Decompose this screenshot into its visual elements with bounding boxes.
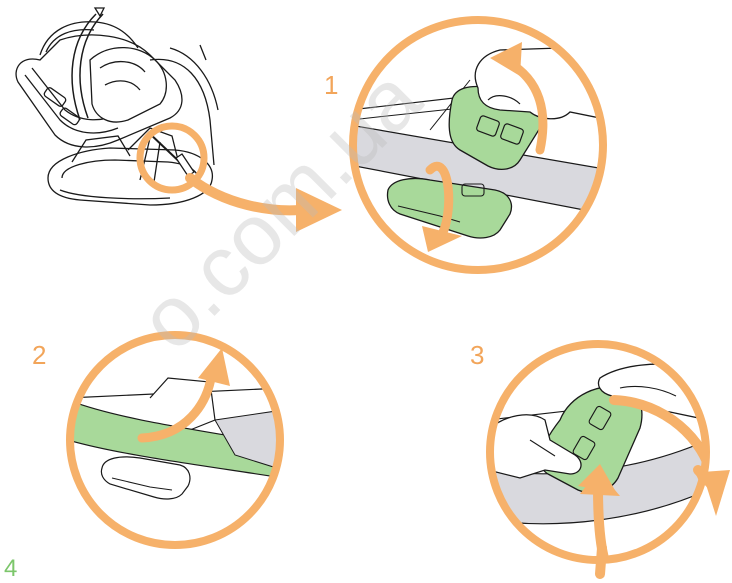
- step-1-number: 1: [324, 70, 338, 101]
- step-2-number: 2: [32, 340, 46, 371]
- step-3-number: 3: [470, 340, 484, 371]
- step3-arrow-head-right: [702, 470, 730, 516]
- step2-detail: [68, 330, 283, 550]
- step3-detail: [488, 342, 732, 574]
